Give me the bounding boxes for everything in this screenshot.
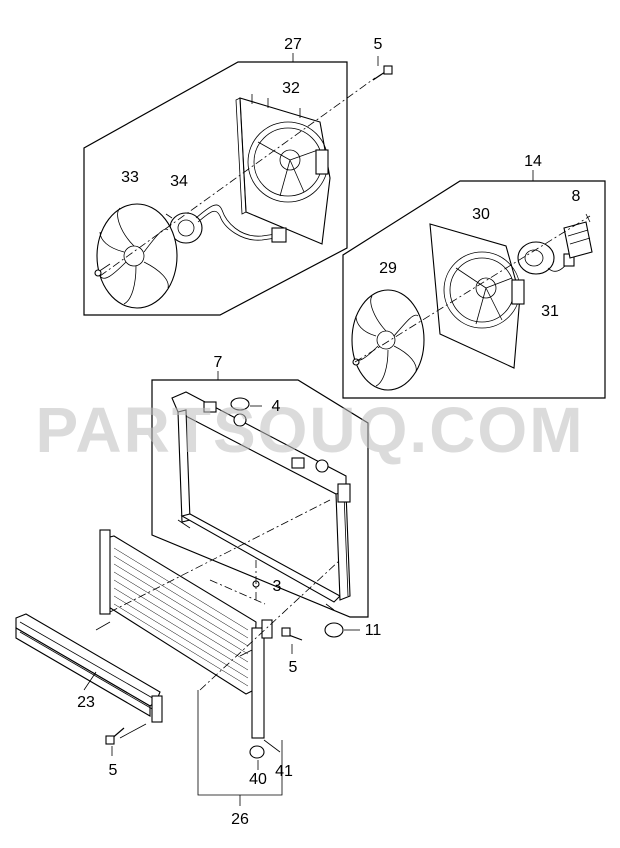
- callout-27: 27: [284, 36, 302, 53]
- bolt-5-mid: [281, 627, 303, 654]
- callout-26: 26: [231, 811, 249, 828]
- fan-motor-31: [517, 241, 575, 275]
- callout-3: 3: [273, 578, 282, 595]
- callout-5-bottom: 5: [109, 762, 118, 779]
- callout-34: 34: [170, 173, 188, 190]
- group-14-fan-assembly: [342, 170, 606, 399]
- callout-29: 29: [379, 260, 397, 277]
- callout-14: 14: [524, 153, 542, 170]
- mount-insulator-11: [324, 622, 360, 638]
- callout-41: 41: [275, 763, 293, 780]
- callout-labels: 27 5 32 33 34 14 8 30 29 31 7 4 3 11 5 2…: [77, 36, 580, 828]
- callout-8: 8: [572, 188, 581, 205]
- callout-33: 33: [121, 169, 139, 186]
- callout-11: 11: [365, 622, 382, 639]
- fan-blade-29: [351, 289, 425, 391]
- fan-shroud-32: [235, 94, 331, 245]
- callout-7: 7: [214, 354, 223, 371]
- callout-40: 40: [249, 771, 267, 788]
- callout-5-mid: 5: [289, 659, 298, 676]
- fan-motor-34: [165, 204, 287, 244]
- callout-31: 31: [541, 303, 559, 320]
- oil-cooler-23: [15, 613, 163, 739]
- callout-5-top: 5: [374, 36, 383, 53]
- callout-32: 32: [282, 80, 300, 97]
- radiator-cap-4: [230, 397, 262, 411]
- bolt-5-bottom: [105, 727, 125, 756]
- watermark: PARTSOUQ.COM: [35, 394, 584, 466]
- receiver-dryer-cap-40: [249, 745, 265, 759]
- callout-30: 30: [472, 206, 490, 223]
- bolt-5-top: [372, 56, 393, 81]
- fan-shroud-30: [429, 223, 525, 369]
- fan-resistor-8: [563, 213, 593, 259]
- callout-4: 4: [272, 398, 281, 415]
- condenser-26: [95, 529, 283, 806]
- fan-blade-33: [94, 203, 178, 309]
- group-7-radiator: [151, 371, 369, 638]
- callout-23: 23: [77, 694, 95, 711]
- group-27-fan-assembly: [83, 53, 393, 316]
